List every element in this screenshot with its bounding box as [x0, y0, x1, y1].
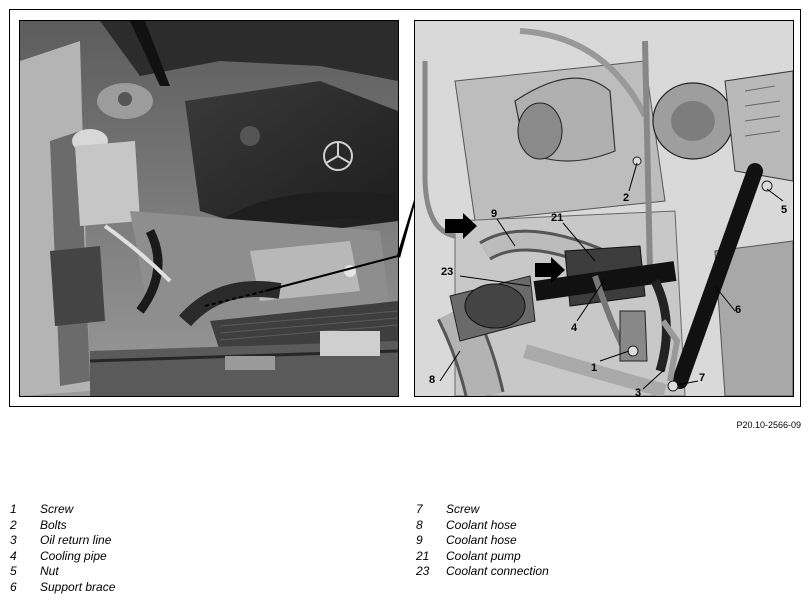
legend-label: Nut — [40, 564, 59, 579]
legend-label: Cooling pipe — [40, 548, 107, 563]
callout-3: 3 — [635, 387, 641, 396]
oil-return-line-pipe — [642, 40, 653, 272]
coolant-reservoir — [75, 141, 140, 226]
callout-7: 7 — [699, 372, 705, 384]
legend-label: Coolant hose — [446, 533, 517, 548]
legend-item: 9 Coolant hose — [416, 533, 549, 549]
callout-23: 23 — [441, 266, 453, 278]
label-plate — [225, 356, 275, 370]
support-brace-6 — [672, 163, 763, 389]
legend-label: Screw — [40, 502, 74, 516]
legend-label: Coolant connection — [446, 564, 549, 579]
cooling-pipe-4 — [533, 261, 677, 301]
legend-number: 1 — [10, 502, 17, 516]
legend-item: 8 Coolant hose — [416, 518, 549, 534]
oil-line-left — [422, 61, 456, 239]
callout-5: 5 — [781, 204, 787, 216]
legend-number: 8 — [416, 517, 423, 532]
legend-item: 23 Coolant connection — [416, 564, 549, 580]
hood-underside — [100, 21, 398, 81]
illustration-frame: 2 5 9 21 23 4 6 1 7 3 8 — [9, 9, 801, 407]
legend-item: 1 Screw — [10, 502, 115, 518]
callout-4: 4 — [571, 322, 578, 334]
pipe-top — [519, 28, 648, 118]
legend-number: 21 — [416, 548, 430, 563]
hood-strut — [130, 21, 170, 86]
exhaust-manifold — [724, 70, 793, 182]
nut-5-marker — [761, 180, 773, 192]
legend-number: 2 — [10, 517, 17, 532]
gearbox-housing — [714, 240, 793, 396]
legend-label: Coolant hose — [446, 517, 517, 532]
lower-pipe — [522, 344, 667, 396]
legend-item: 7 Screw — [416, 502, 549, 518]
screw-7-marker — [667, 380, 679, 392]
callout-2: 2 — [623, 192, 629, 204]
detail-drawing-art: 2 5 9 21 23 4 6 1 7 3 8 — [415, 21, 793, 396]
latch-bracket — [320, 331, 380, 356]
bolt-2-marker — [632, 156, 642, 166]
zoom-line-solid — [264, 255, 398, 292]
legend-item: 21 Coolant pump — [416, 549, 549, 565]
legend-label: Support brace — [40, 579, 116, 594]
flow-arrow-left — [445, 213, 477, 239]
legend-label: Bolts — [40, 517, 67, 532]
legend-item: 3 Oil return line — [10, 533, 115, 549]
legend-number: 5 — [10, 564, 17, 579]
callout-8: 8 — [429, 374, 435, 386]
legend-number: 23 — [416, 564, 430, 579]
fuse-box — [50, 246, 105, 326]
flow-arrow-right — [535, 257, 565, 283]
legend-item: 6 Support brace — [10, 580, 115, 596]
legend-left-column: 1 Screw 2 Bolts 3 Oil return line 4 Cooling … — [10, 502, 115, 596]
intake-pipe — [220, 191, 398, 246]
legend-number: 9 — [416, 533, 423, 548]
callout-1: 1 — [591, 362, 597, 374]
legend-item: 5 Nut — [10, 564, 115, 580]
legend-label: Oil return line — [40, 533, 112, 548]
oil-filler-cap — [240, 126, 260, 146]
callout-9: 9 — [491, 208, 497, 220]
pump-bracket — [619, 310, 648, 362]
figure-reference: P20.10-2566-09 — [736, 420, 801, 430]
legend-number: 4 — [10, 548, 17, 563]
engine-bay-drawing — [20, 21, 398, 396]
detail-drawing: 2 5 9 21 23 4 6 1 7 3 8 — [414, 20, 794, 397]
callout-6: 6 — [735, 304, 741, 316]
legend-number: 6 — [10, 579, 17, 594]
legend-item: 4 Cooling pipe — [10, 549, 115, 565]
zoom-line-dashed — [204, 290, 266, 307]
callout-21: 21 — [551, 212, 563, 224]
legend-item: 2 Bolts — [10, 518, 115, 534]
legend-label: Screw — [446, 502, 480, 516]
legend-label: Coolant pump — [446, 548, 521, 563]
screw-1-marker — [627, 345, 639, 357]
legend-number: 7 — [416, 502, 423, 516]
legend-number: 3 — [10, 533, 17, 548]
engine-bay-photo — [19, 20, 399, 397]
